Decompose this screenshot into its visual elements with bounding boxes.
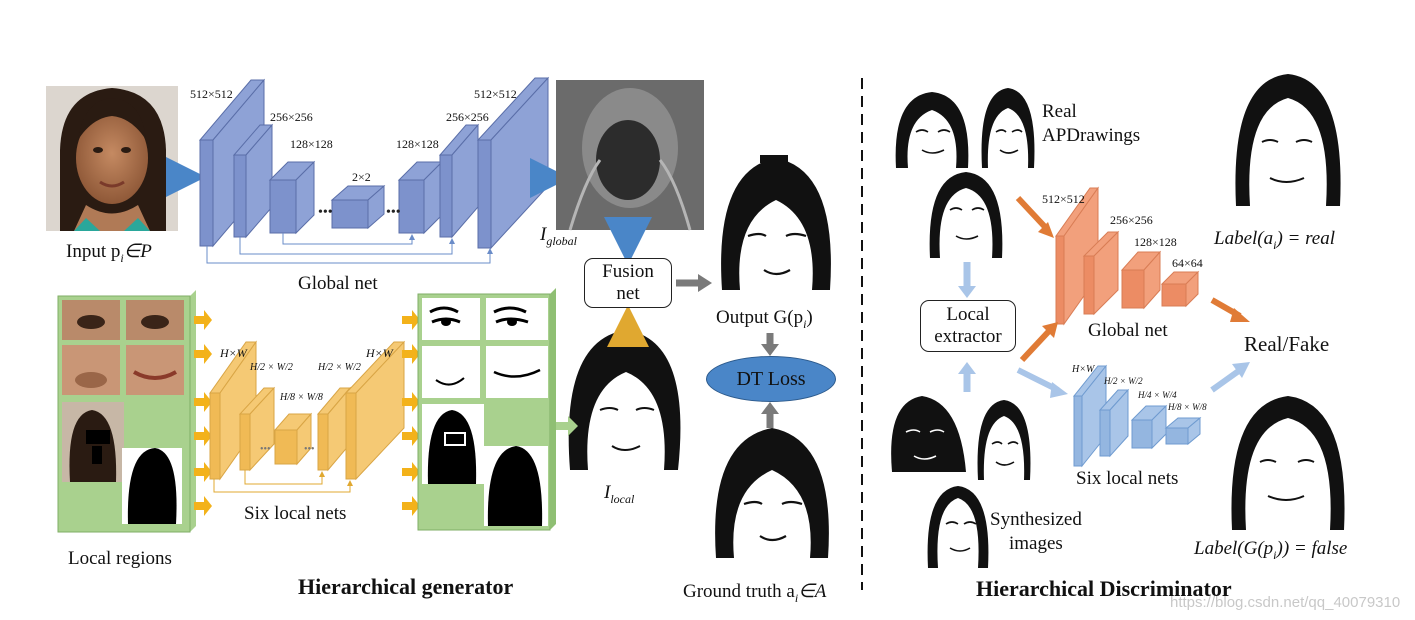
- disc-global-size-3: 128×128: [1134, 235, 1177, 249]
- fusion-net-line-1: Fusion: [602, 261, 654, 282]
- label-false-sketch: [1231, 396, 1345, 530]
- yellow-in-arrows: [194, 310, 212, 516]
- disc-local-size-3: H/4 × W/4: [1138, 390, 1177, 400]
- local-output-panel: [417, 288, 556, 531]
- label-false-text: Label(G(pi)) = false: [1194, 538, 1348, 562]
- watermark: https://blog.csdn.net/qq_40079310: [1170, 594, 1401, 611]
- i-global-image: [556, 80, 704, 231]
- global-net-label: Global net: [298, 273, 378, 294]
- local-size-4: H/2 × W/2: [318, 362, 361, 373]
- local-extractor-line-2: extractor: [934, 326, 1002, 347]
- gt-sketch: [715, 428, 829, 558]
- dt-loss-ellipse: DT Loss: [706, 356, 836, 402]
- real-fake-label: Real/Fake: [1244, 332, 1330, 356]
- fusion-net-line-2: net: [616, 283, 640, 304]
- local-dots-left: •••: [260, 444, 271, 455]
- global-size-4: 2×2: [352, 170, 371, 184]
- yellow-out-arrows: [402, 310, 420, 516]
- synth-images: [891, 396, 1031, 568]
- local-panel-arrow: [556, 416, 578, 436]
- real-apdrawings-images: [888, 88, 1035, 168]
- disc-local-size-2: H/2 × W/2: [1104, 376, 1143, 386]
- output-sketch: [721, 155, 831, 290]
- local-dots-right: •••: [304, 444, 315, 455]
- label-real-sketch: [1235, 74, 1341, 206]
- global-size-6: 256×256: [446, 110, 489, 124]
- disc-local-size-1: H×W: [1072, 364, 1095, 375]
- local-net-blocks: [209, 340, 406, 481]
- local-size-3: H/8 × W/8: [280, 392, 323, 403]
- ground-truth-label: Ground truth ai∈A: [683, 581, 827, 605]
- disc-global-blocks: [1055, 186, 1200, 326]
- global-size-2: 256×256: [270, 110, 313, 124]
- global-size-7: 512×512: [474, 87, 517, 101]
- dots-right: •••: [386, 205, 401, 220]
- global-net-blocks: [198, 76, 550, 250]
- local-regions-panel: [57, 290, 196, 533]
- disc-global-size-4: 64×64: [1172, 256, 1203, 270]
- i-global-label: Iglobal: [540, 224, 577, 248]
- output-label: Output G(pi): [716, 307, 813, 331]
- i-local-sketch: [568, 330, 681, 470]
- local-extractor-line-1: Local: [946, 304, 990, 325]
- generator-title: Hierarchical generator: [298, 574, 514, 599]
- skip-connections: [206, 233, 493, 264]
- global-size-3: 128×128: [290, 137, 333, 151]
- disc-input-sketch: [929, 172, 1003, 258]
- disc-arrows: [1015, 195, 1250, 398]
- six-local-nets-label: Six local nets: [244, 503, 347, 524]
- disc-global-size-1: 512×512: [1042, 192, 1085, 206]
- disc-local-size-4: H/8 × W/8: [1168, 402, 1207, 412]
- global-size-5: 128×128: [396, 137, 439, 151]
- input-label: Input pi∈P: [66, 241, 152, 265]
- disc-global-size-2: 256×256: [1110, 213, 1153, 227]
- local-skip-connections: [213, 470, 353, 493]
- local-size-1: H×W: [220, 346, 247, 360]
- global-size-1: 512×512: [190, 87, 233, 101]
- local-regions-label: Local regions: [68, 548, 172, 569]
- discriminator-title: Hierarchical Discriminator: [976, 576, 1232, 601]
- i-local-label: Ilocal: [604, 482, 635, 506]
- disc-six-local-nets-label: Six local nets: [1076, 468, 1179, 489]
- disc-global-net-label: Global net: [1088, 320, 1168, 341]
- dots-left: •••: [318, 205, 333, 220]
- local-size-5: H×W: [366, 346, 393, 360]
- disc-local-blocks: [1072, 364, 1202, 468]
- input-photo: [46, 86, 178, 231]
- label-real-text: Label(ai) = real: [1214, 228, 1336, 252]
- local-size-2: H/2 × W/2: [250, 362, 293, 373]
